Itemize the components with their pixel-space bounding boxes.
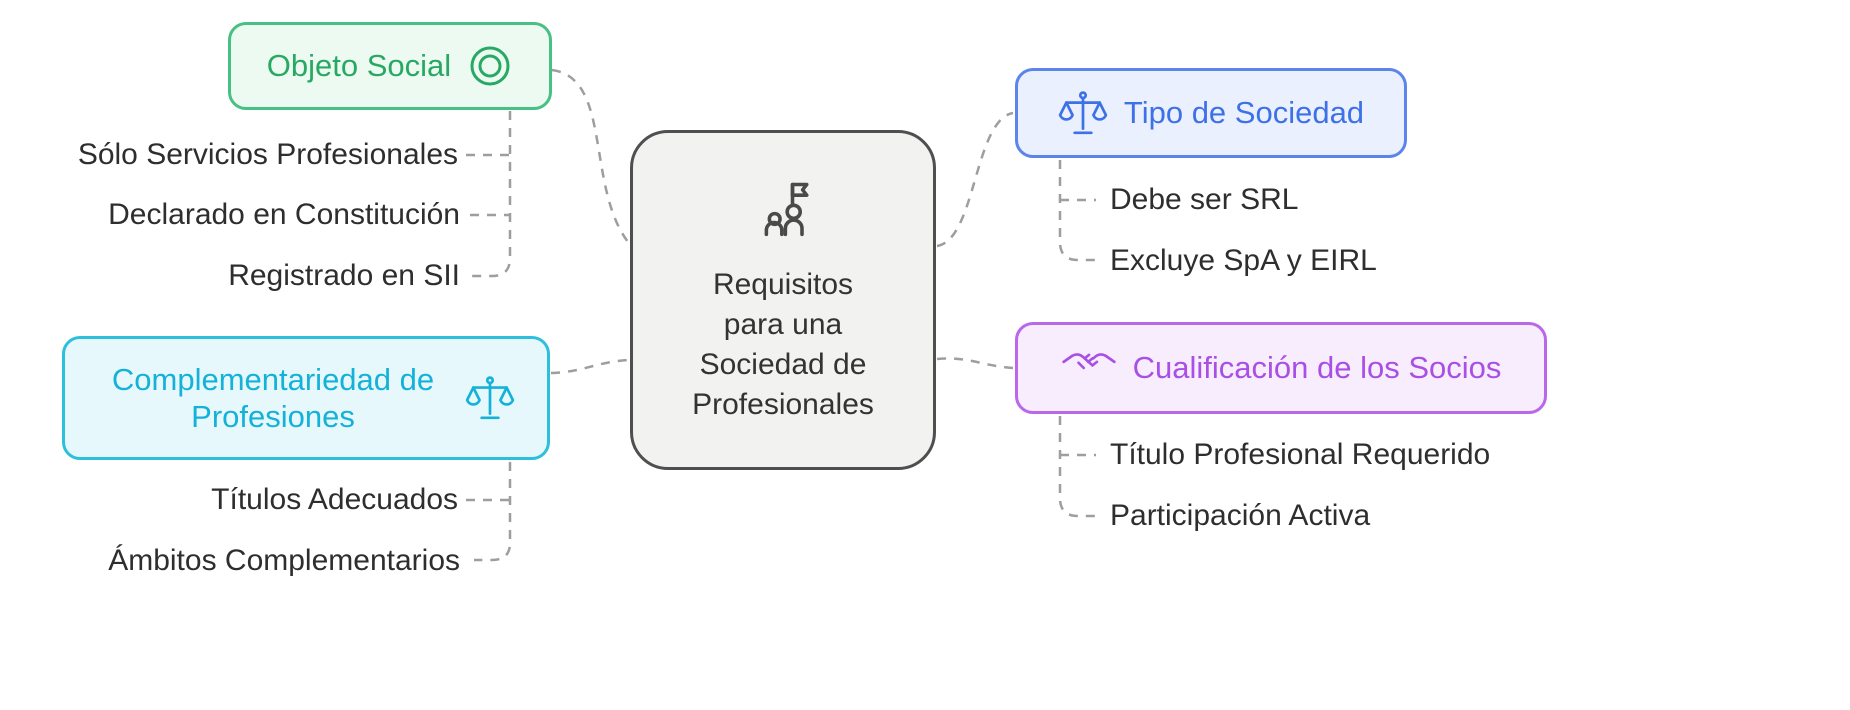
target-circles-icon xyxy=(467,43,513,89)
leaf-debe-ser-srl: Debe ser SRL xyxy=(1110,183,1299,216)
scales-icon xyxy=(1058,89,1108,137)
connector-center-to-tipo xyxy=(936,111,1014,248)
handshake-icon xyxy=(1061,349,1117,387)
branch-tipo-de-sociedad-label: Tipo de Sociedad xyxy=(1123,95,1365,131)
leaf-titulo-profesional-requerido: Título Profesional Requerido xyxy=(1110,438,1491,471)
branch-cualificacion-socios-label: Cualificación de los Socios xyxy=(1132,350,1502,386)
leaf-participacion-activa: Participación Activa xyxy=(1110,499,1371,532)
leaf-registrado-en-sii: Registrado en SII xyxy=(228,259,460,292)
leaf-solo-servicios-profesionales: Sólo Servicios Profesionales xyxy=(77,138,458,171)
connector-comp-to-center xyxy=(550,358,629,375)
connector-cual-children xyxy=(1058,416,1098,518)
branch-complementariedad-label: Complementariedad de Profesiones xyxy=(111,361,435,434)
scales-icon xyxy=(465,374,515,422)
connector-comp-children xyxy=(474,462,512,562)
leaf-declarado-en-constitucion: Declarado en Constitución xyxy=(108,198,460,231)
branch-objeto-social: Objeto Social xyxy=(228,22,552,110)
connector-objeto-to-center xyxy=(551,68,630,243)
branch-cualificacion-socios: Cualificación de los Socios xyxy=(1015,322,1547,414)
leaf-titulos-adecuados: Títulos Adecuados xyxy=(211,483,458,516)
connector-objeto-children xyxy=(470,111,512,278)
connector-center-to-cualificacion xyxy=(936,357,1014,370)
branch-objeto-social-label: Objeto Social xyxy=(266,48,452,84)
leaf-excluye-spa-y-eirl: Excluye SpA y EIRL xyxy=(1110,244,1377,277)
branch-complementariedad: Complementariedad de Profesiones xyxy=(62,336,550,460)
center-node: Requisitos para una Sociedad de Profesio… xyxy=(630,130,936,470)
leaf-ambitos-complementarios: Ámbitos Complementarios xyxy=(108,544,460,577)
center-node-title: Requisitos para una Sociedad de Profesio… xyxy=(692,267,874,422)
connector-tipo-children xyxy=(1058,160,1098,262)
people-with-flag-icon xyxy=(745,175,821,251)
branch-tipo-de-sociedad: Tipo de Sociedad xyxy=(1015,68,1407,158)
